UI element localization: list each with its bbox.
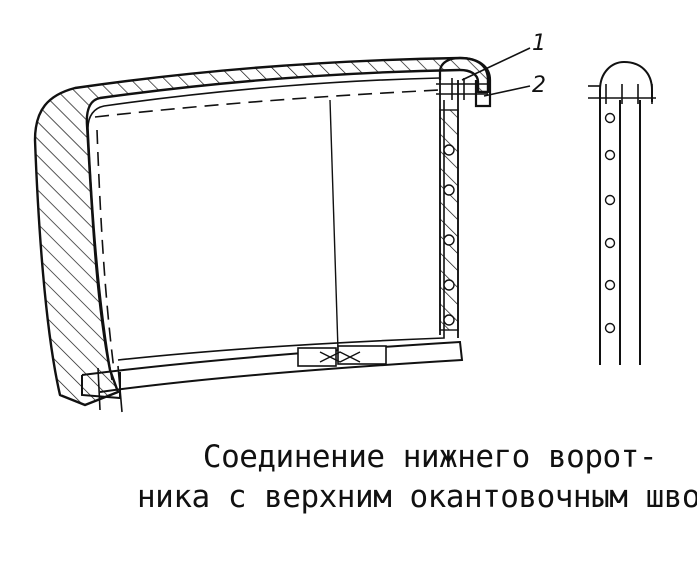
leader-line-2 [483,85,531,97]
right-hatched-strip [439,109,459,331]
binding-detail-stitches [588,84,656,104]
lining-contour [87,77,441,381]
bottom-band [81,340,464,393]
bottom-left-stitch-2 [117,365,123,413]
center-notch-bow [319,351,361,363]
caption-line-1: Соединение нижнего ворот- [202,439,658,475]
leader-line-1 [461,47,531,81]
lower-collar-panel [117,100,445,361]
callout-label-2: 2 [532,73,546,98]
center-notch-left [297,347,337,367]
center-notch-right [337,345,387,365]
caption-line-2: ника с верхним окантовочным швом [137,479,697,515]
binding-detail-outline [599,60,653,365]
top-right-binding [438,56,492,108]
right-stitch-circles [443,144,455,326]
center-fold-line [329,99,339,351]
upper-collar-layer [33,56,490,407]
callout-label-1: 1 [532,31,546,56]
top-right-stitches [436,78,488,100]
left-stitching [96,129,115,371]
bottom-left-stitch [97,367,101,411]
top-stitching [94,89,441,118]
binding-detail-circles [604,112,616,334]
